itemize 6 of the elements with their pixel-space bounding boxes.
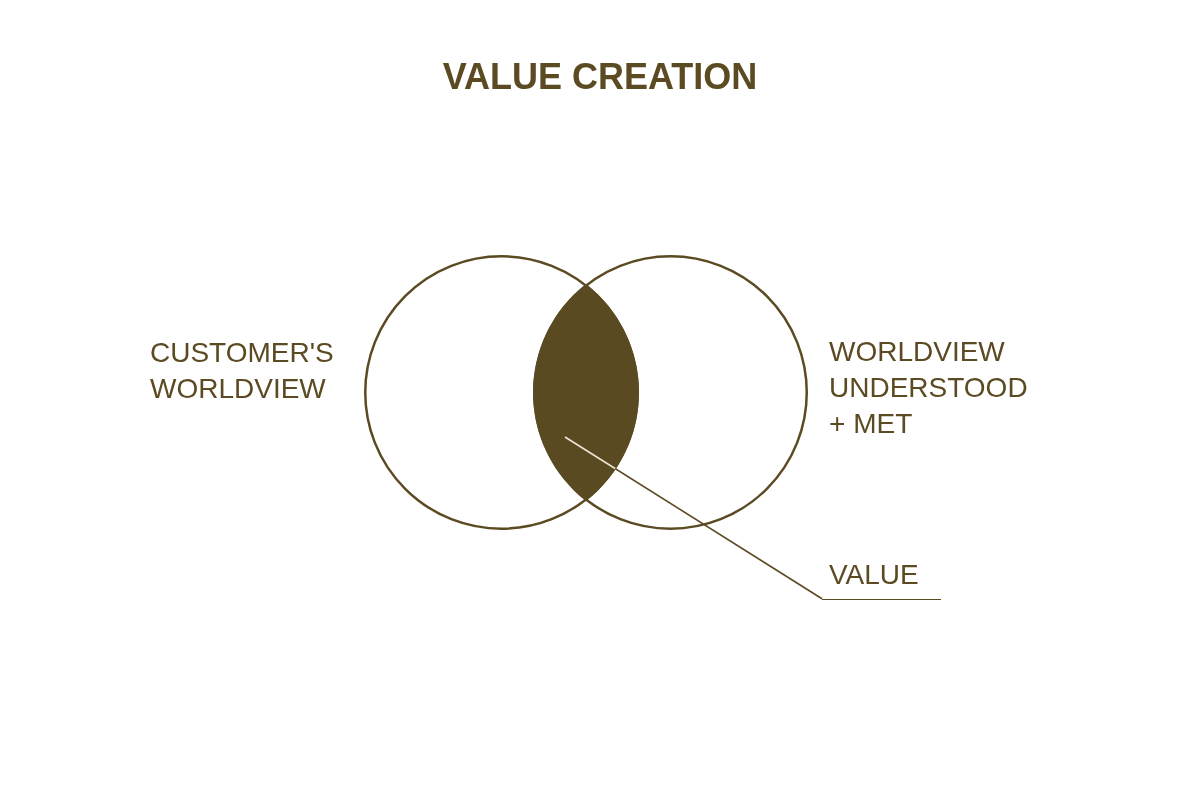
- circle-label: WORLDVIEW UNDERSTOOD + MET: [829, 336, 1028, 439]
- title: VALUE CREATION: [442, 56, 758, 97]
- leader-line: [564, 436, 823, 600]
- circle-label: CUSTOMER'S WORLDVIEW: [150, 337, 334, 404]
- overlap-region: [532, 283, 639, 501]
- callout-label: VALUE: [822, 558, 941, 600]
